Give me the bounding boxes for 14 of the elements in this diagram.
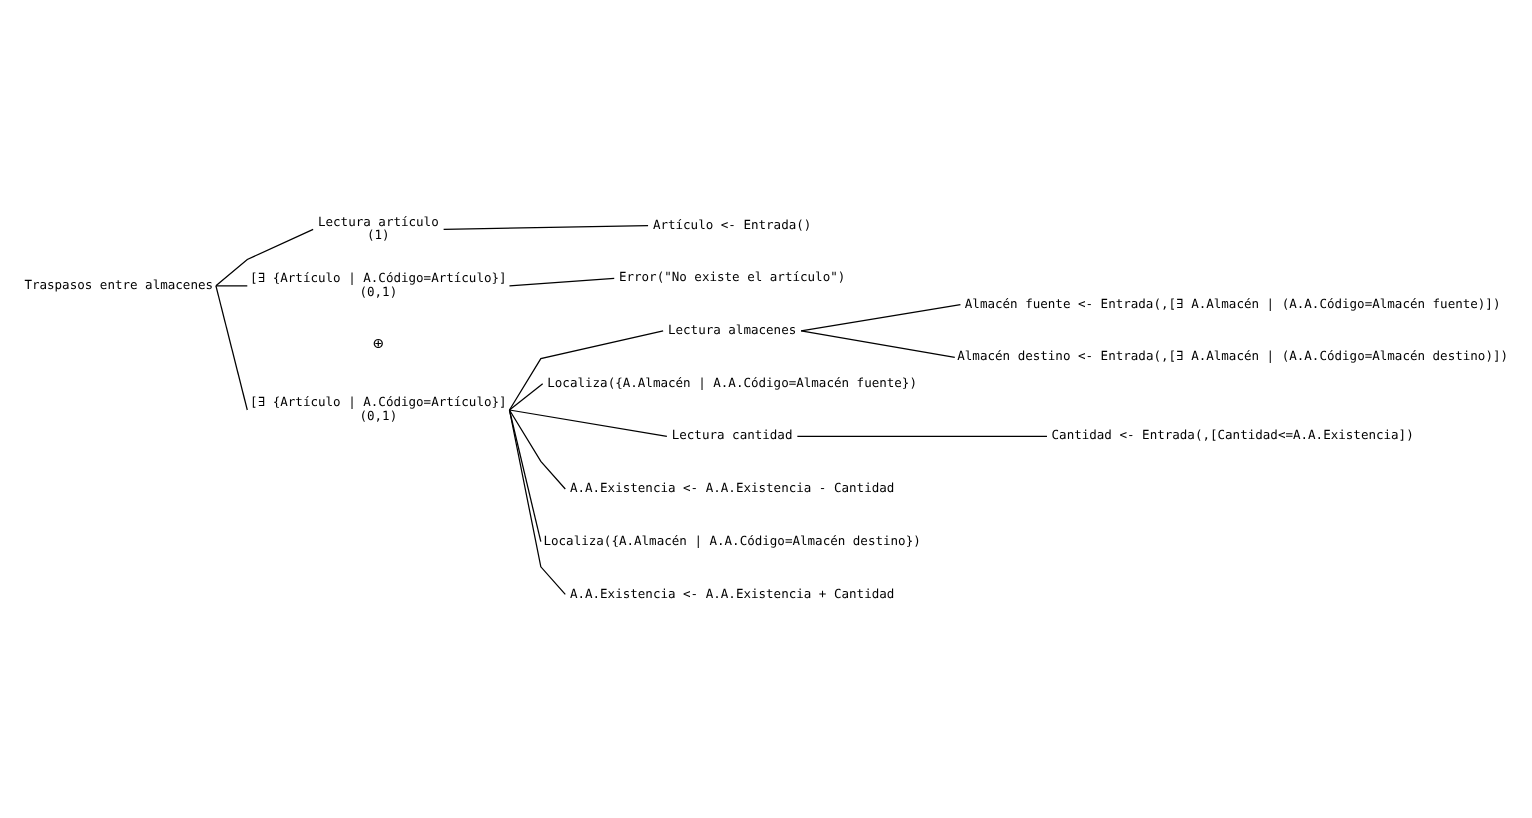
label: ⊕ xyxy=(373,334,384,355)
connector xyxy=(508,382,544,410)
connector xyxy=(800,303,962,331)
connector xyxy=(508,329,664,410)
connector xyxy=(508,408,566,489)
connector xyxy=(508,276,615,286)
connector xyxy=(508,408,668,436)
connector xyxy=(800,329,956,357)
connector xyxy=(215,284,248,286)
connector xyxy=(443,223,649,229)
connector xyxy=(796,434,1048,436)
connector xyxy=(215,284,248,410)
connector xyxy=(215,227,314,286)
connector xyxy=(508,408,566,595)
